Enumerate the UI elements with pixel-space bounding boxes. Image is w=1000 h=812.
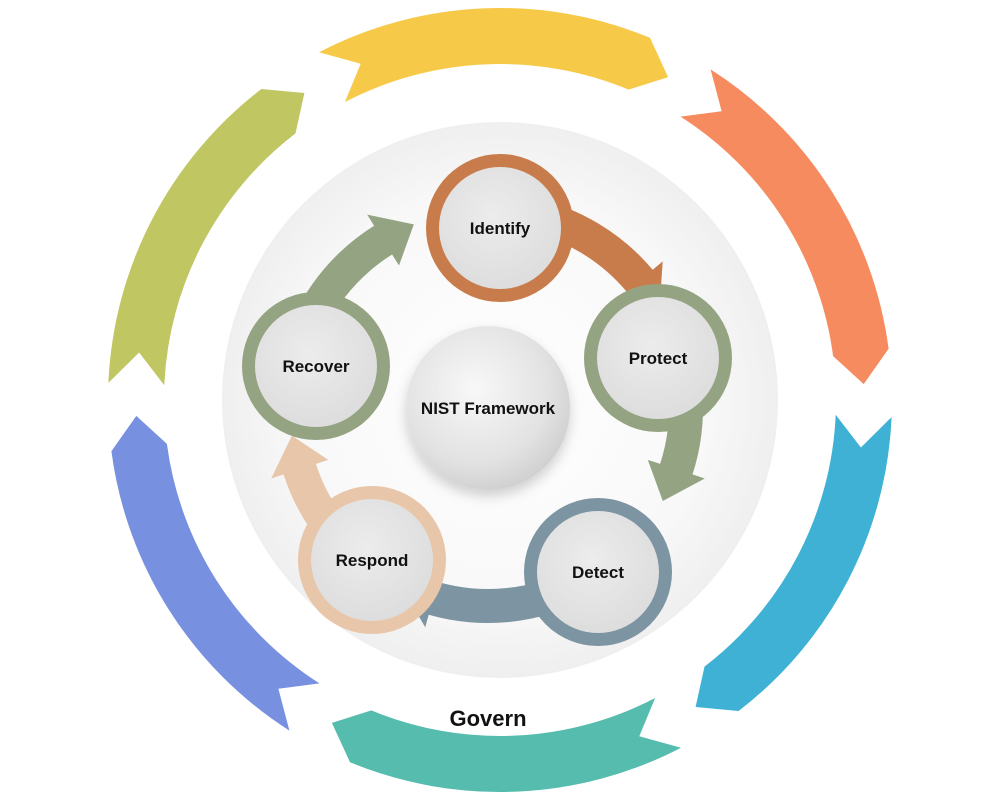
node-inner-detect — [537, 511, 659, 633]
node-inner-recover — [255, 305, 377, 427]
node-inner-protect — [597, 297, 719, 419]
outer-segment-upper-right — [680, 69, 889, 385]
node-detect: Detect — [524, 498, 672, 646]
outer-segment-upper-left — [108, 89, 305, 386]
node-inner-identify — [439, 167, 561, 289]
node-identify: Identify — [426, 154, 574, 302]
node-respond: Respond — [298, 486, 446, 634]
outer-segment-top — [319, 7, 669, 103]
outer-segment-lower-right — [695, 414, 892, 711]
node-label-identify: Identify — [470, 219, 531, 238]
outer-ring — [108, 7, 892, 793]
node-recover: Recover — [242, 292, 390, 440]
node-label-respond: Respond — [336, 551, 409, 570]
center-node: NIST Framework — [406, 326, 570, 490]
node-label-detect: Detect — [572, 563, 624, 582]
outer-segment-lower-left — [111, 415, 320, 731]
center-circle — [406, 326, 570, 490]
node-protect: Protect — [584, 284, 732, 432]
node-inner-respond — [311, 499, 433, 621]
outer-segment-bottom — [331, 698, 681, 793]
node-label-recover: Recover — [282, 357, 349, 376]
govern-label: Govern — [449, 706, 526, 731]
center-label: NIST Framework — [421, 399, 556, 418]
node-label-protect: Protect — [629, 349, 688, 368]
